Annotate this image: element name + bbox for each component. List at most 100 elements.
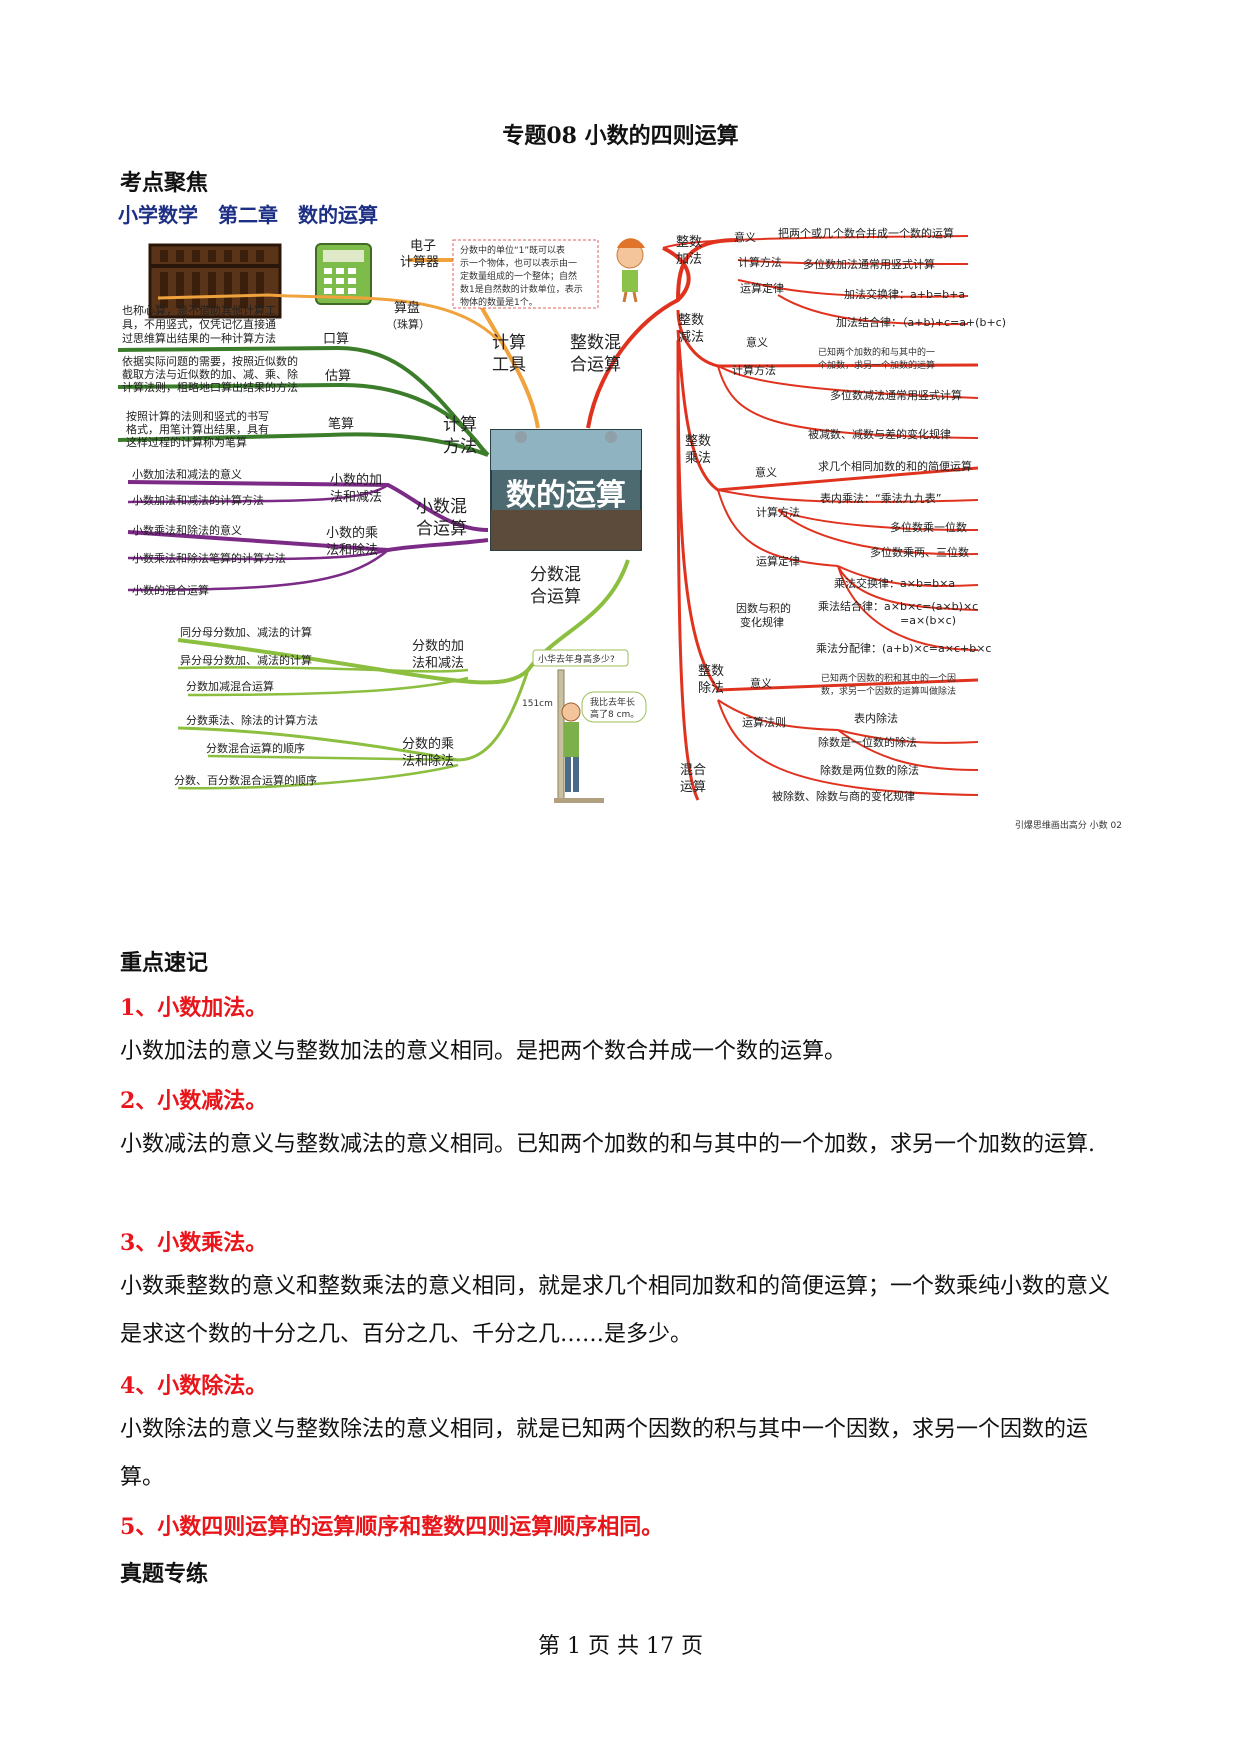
div-rule-label: 运算法则 <box>742 715 786 729</box>
mul-one-digit: 多位数乘一位数 <box>890 520 967 534</box>
add-associative: 加法结合律：（a+b)+c=a+(b+c) <box>836 315 1006 329</box>
mul-meaning-desc: 求几个相同加数的和的简便运算 <box>818 459 972 473</box>
note-body-1: 小数加法的意义与整数加法的意义相同。是把两个数合并成一个数的运算。 <box>120 1039 847 1064</box>
mul-law-label: 运算定律 <box>756 554 800 568</box>
mind-map: 小学数学 第二章 数的运算 <box>118 203 1122 831</box>
integer-add-label: 加法 <box>676 252 702 267</box>
div-table: 表内除法 <box>854 711 898 725</box>
integer-div-label: 整数 <box>698 664 724 679</box>
fraction-leaf: 分数混合运算的顺序 <box>206 741 305 755</box>
calc-methods-label-line2: 方法 <box>443 437 477 457</box>
div-one-digit: 除数是一位数的除法 <box>818 735 917 749</box>
mul-multi-digit: 多位数乘两、三位数 <box>870 545 969 559</box>
center-label: 数的运算 <box>506 478 626 513</box>
written-desc-line: 按照计算的法则和竖式的书写 <box>126 409 269 423</box>
note-body-2: 小数减法的意义与整数减法的意义相同。已知两个加数的和与其中的一个加数，求另一个加… <box>120 1132 1095 1157</box>
note-body-3: 小数乘整数的意义和整数乘法的意义相同，就是求几个相同加数和的简便运算；一个数乘纯… <box>120 1274 1111 1347</box>
mul-table: 表内乘法：“乘法九九表” <box>820 491 941 505</box>
mul-method-label: 计算方法 <box>756 505 800 519</box>
abacus-icon <box>148 243 282 319</box>
integer-mul-label: 乘法 <box>685 451 711 466</box>
decimal-leaf: 小数乘法和除法笔算的计算方法 <box>132 551 286 565</box>
add-meaning-desc: 把两个或几个数合并成一个数的运算 <box>778 226 954 240</box>
decimal-add-sub-label: 小数的加 <box>330 472 382 488</box>
sub-method-label: 计算方法 <box>732 363 776 377</box>
height-mark: 151cm <box>522 699 553 709</box>
sub-meaning-label: 意义 <box>746 335 768 349</box>
integer-mixed-branch <box>586 235 979 801</box>
written-desc-line: 这样过程的计算称为笔算 <box>126 435 247 449</box>
fraction-mixed-label-line2: 合运算 <box>530 587 581 607</box>
sub-meaning-desc: 已知两个加数的和与其中的一 <box>818 346 935 358</box>
div-two-digit: 除数是两位数的除法 <box>820 763 919 777</box>
integer-sub-label: 减法 <box>678 330 704 345</box>
mindmap-credit: 引爆思维画出高分 小数 02 <box>1015 819 1122 831</box>
decimal-mixed-branch <box>127 480 489 592</box>
div-meaning-label: 意义 <box>750 676 772 690</box>
calc-tools-label-line1: 计算 <box>492 333 526 353</box>
integer-mixed-op-label: 运算 <box>680 780 706 795</box>
integer-mixed-label-line2: 合运算 <box>570 355 621 375</box>
integer-mixed-label-line1: 整数混 <box>570 333 621 353</box>
decimal-leaf: 小数乘法和除法的意义 <box>132 523 242 537</box>
note-heading-3: 3、小数乘法。 <box>120 1230 268 1256</box>
sub-method-desc: 多位数减法通常用竖式计算 <box>830 388 962 402</box>
mul-change-rule: 变化规律 <box>740 615 784 629</box>
integer-sub-label: 整数 <box>678 313 704 328</box>
fraction-leaf: 分数加减混合运算 <box>186 679 274 693</box>
note-line: 定数量组成的一个整体；自然 <box>460 270 577 282</box>
div-change-rule: 被除数、除数与商的变化规律 <box>772 789 915 803</box>
mental-desc-line: 过思维算出结果的一种计算方法 <box>122 331 276 345</box>
add-method-label: 计算方法 <box>738 255 782 269</box>
add-method-desc: 多位数加法通常用竖式计算 <box>803 257 935 271</box>
fraction-mixed-branch <box>177 559 630 790</box>
fraction-mul-div-label: 法和除法 <box>402 754 454 769</box>
note-line: 数1是自然数的计数单位，表示 <box>460 283 583 295</box>
mul-associative-cont: =a×(b×c) <box>900 614 956 627</box>
electronic-label-2: 计算器 <box>400 255 439 270</box>
fraction-mixed-label-line1: 分数混 <box>530 565 581 585</box>
mental-desc-line: 具，不用竖式，仅凭记忆直接通 <box>122 317 276 331</box>
decimal-mul-div-label: 小数的乘 <box>326 525 378 541</box>
decimal-mul-div-label: 法和除法 <box>326 543 378 558</box>
abacus-label: 算盘 <box>394 300 420 316</box>
girl-figure-icon <box>616 238 645 303</box>
fraction-leaf: 分数、百分数混合运算的顺序 <box>174 773 317 787</box>
mul-associative: 乘法结合律：a×b×c=(a×b)×c <box>818 599 978 613</box>
add-law-label: 运算定律 <box>740 281 784 295</box>
calc-methods-branch <box>118 345 490 457</box>
speech-question: 小华去年身高多少? <box>538 653 615 665</box>
written-label: 笔算 <box>328 416 354 432</box>
mul-commutative: 乘法交换律：a×b=b×a <box>834 576 955 590</box>
integer-div-label: 除法 <box>698 681 724 696</box>
mul-distributive: 乘法分配律：(a+b)×c=a×c+b×c <box>816 641 991 655</box>
add-meaning-label: 意义 <box>734 230 756 244</box>
calc-tools-label-line2: 工具 <box>492 355 526 375</box>
calc-methods-label-line1: 计算 <box>443 415 477 435</box>
decimal-leaf: 小数加法和减法的意义 <box>132 467 242 481</box>
electronic-label-1: 电子 <box>410 239 436 254</box>
decimal-leaf: 小数加法和减法的计算方法 <box>132 493 264 507</box>
fraction-leaf: 异分母分数加、减法的计算 <box>180 653 312 667</box>
estimate-label: 估算 <box>325 369 351 384</box>
section-focus-heading: 考点聚焦 <box>120 170 209 196</box>
document-title: 专题08 小数的四则运算 <box>502 123 739 149</box>
section-notes-heading: 重点速记 <box>120 950 209 976</box>
integer-mixed-op-label: 混合 <box>680 763 706 778</box>
note-heading-5: 5、小数四则运算的运算顺序和整数四则运算顺序相同。 <box>120 1514 664 1540</box>
decimal-leaf: 小数的混合运算 <box>132 583 209 597</box>
written-desc-line: 格式，用笔计算出结果，具有 <box>126 422 269 436</box>
section-practice-heading: 真题专练 <box>120 1561 209 1587</box>
estimate-desc-line: 截取方法与近似数的加、减、乘、除 <box>122 367 298 381</box>
div-meaning-desc: 数，求另一个因数的运算叫做除法 <box>821 685 956 697</box>
mindmap-header: 小学数学 第二章 数的运算 <box>118 203 378 227</box>
note-body-4: 小数除法的意义与整数除法的意义相同，就是已知两个因数的积与其中一个因数，求另一个… <box>120 1417 1089 1490</box>
note-line: 物体的数量是1个。 <box>460 296 538 308</box>
div-meaning-desc: 已知两个因数的积和其中的一个因 <box>821 672 956 684</box>
fraction-leaf: 分数乘法、除法的计算方法 <box>186 713 318 727</box>
fraction-add-sub-label: 法和减法 <box>412 656 464 671</box>
center-node: 数的运算 <box>490 429 642 551</box>
decimal-mixed-label-line2: 合运算 <box>416 519 467 539</box>
mental-desc-line: 也称心算，是不借助其他计算工 <box>122 303 276 317</box>
decimal-mixed-label-line1: 小数混 <box>416 497 467 517</box>
